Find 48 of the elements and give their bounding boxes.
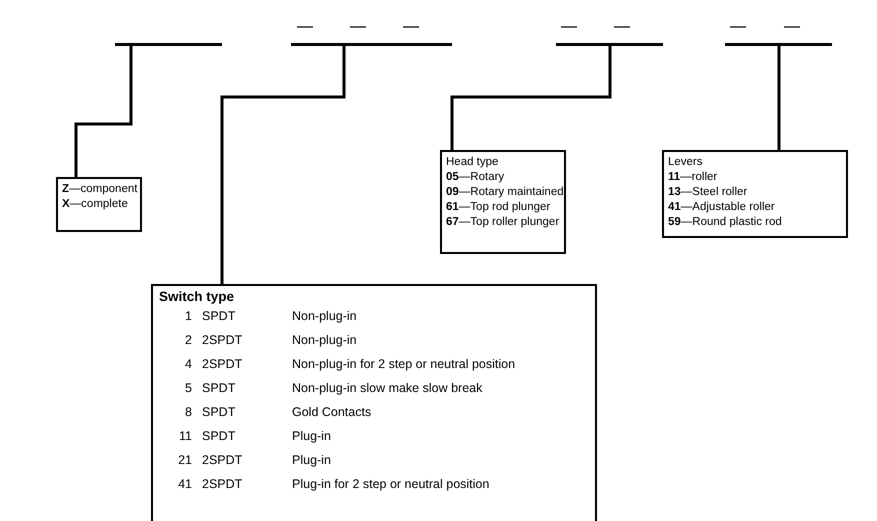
option-line: 61—Top rod plunger	[446, 200, 552, 215]
option-line: 41—Adjustable roller	[668, 200, 776, 215]
description-cell-text: Non-plug-in	[292, 308, 358, 324]
code-cell-text: 21	[177, 452, 192, 468]
option-line: 67—Top roller plunger	[446, 215, 560, 230]
description-cell-text: Non-plug-in for 2 step or neutral position	[292, 356, 516, 372]
connector-line	[220, 46, 346, 284]
contact-cell-text: 2SPDT	[202, 452, 244, 468]
description-cell-text: Plug-in	[292, 428, 332, 444]
code-cell-text: 11	[178, 428, 192, 444]
code-cell-text: 4	[184, 356, 192, 372]
code-cell-text: 41	[177, 476, 192, 492]
code-cell-text: 5	[184, 380, 192, 396]
option-line: 59—Round plastic rod	[668, 215, 783, 230]
option-box	[662, 150, 848, 238]
code-underline-bar	[725, 43, 832, 46]
box-heading: Levers	[668, 155, 704, 170]
description-cell-text: Plug-in for 2 step or neutral position	[292, 476, 490, 492]
code-cell-text: 1	[184, 308, 192, 324]
contact-cell-text: SPDT	[202, 380, 236, 396]
option-line: 05—Rotary	[446, 170, 506, 185]
contact-cell-text: 2SPDT	[202, 476, 244, 492]
contact-cell-text: 2SPDT	[202, 332, 244, 348]
code-underline-bar	[115, 43, 222, 46]
option-line: Z—component	[62, 182, 136, 197]
option-box	[151, 284, 597, 521]
connector-line	[450, 46, 612, 150]
connector-line	[74, 46, 132, 177]
code-underline-bar	[556, 43, 663, 46]
contact-cell-text: 2SPDT	[202, 356, 244, 372]
contact-cell-text: SPDT	[202, 404, 236, 420]
contact-cell-text: SPDT	[202, 308, 236, 324]
description-cell-text: Gold Contacts	[292, 404, 372, 420]
description-cell-text: Non-plug-in slow make slow break	[292, 380, 484, 396]
option-line: 11—roller	[668, 170, 718, 185]
option-box	[56, 177, 142, 232]
box-heading: Head type	[446, 155, 500, 170]
description-cell-text: Non-plug-in	[292, 332, 358, 348]
box-heading: Switch type	[159, 289, 236, 304]
code-cell-text: 2	[184, 332, 192, 348]
description-cell-text: Plug-in	[292, 452, 332, 468]
contact-cell-text: SPDT	[202, 428, 236, 444]
code-underline-bar	[291, 43, 452, 46]
code-cell-text: 8	[184, 404, 192, 420]
option-box	[440, 150, 566, 254]
connector-line	[778, 46, 780, 150]
option-line: X—complete	[62, 197, 129, 212]
option-line: 13—Steel roller	[668, 185, 748, 200]
